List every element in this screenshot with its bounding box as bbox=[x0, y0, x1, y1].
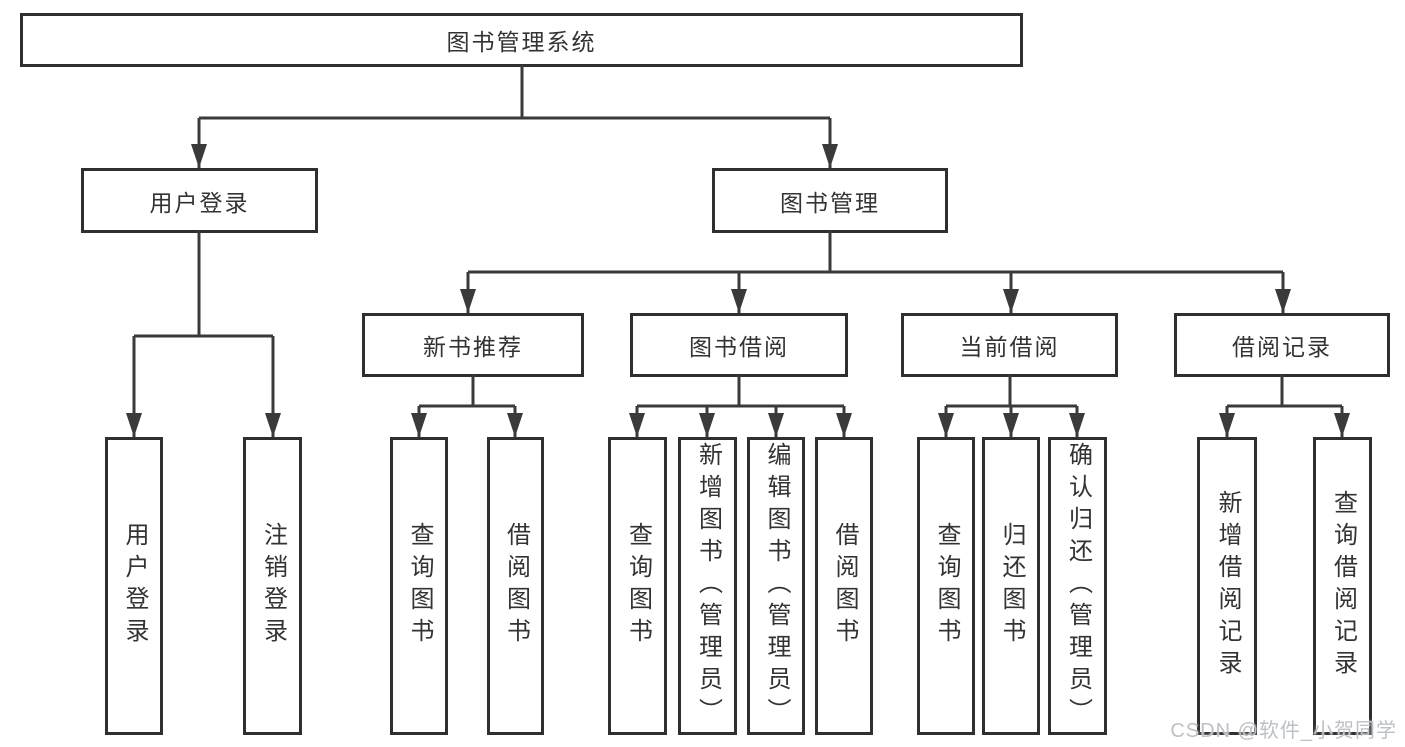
leaf-logout: 注销登录 bbox=[243, 437, 302, 735]
leaf-edit-books-admin-label: 编辑图书（管理员） bbox=[763, 442, 790, 730]
watermark: CSDN @软件_小贺同学 bbox=[1170, 720, 1397, 742]
leaf-add-borrow-record: 新增借阅记录 bbox=[1197, 437, 1257, 735]
leaf-logout-label: 注销登录 bbox=[259, 522, 287, 650]
leaf-query-books-borrowing: 查询图书 bbox=[608, 437, 667, 735]
node-borrowing-records: 借阅记录 bbox=[1174, 313, 1390, 377]
leaf-query-books-current: 查询图书 bbox=[917, 437, 975, 735]
node-book-borrowing: 图书借阅 bbox=[630, 313, 848, 377]
leaf-query-books-borrowing-label: 查询图书 bbox=[624, 522, 652, 650]
node-current-borrowing: 当前借阅 bbox=[901, 313, 1118, 377]
leaf-edit-books-admin: 编辑图书（管理员） bbox=[747, 437, 805, 735]
leaf-user-login-label: 用户登录 bbox=[121, 522, 148, 650]
leaf-query-books-recommend-label: 查询图书 bbox=[406, 522, 433, 650]
leaf-add-books-admin-label: 新增图书（管理员） bbox=[694, 442, 722, 730]
node-new-book-recommend: 新书推荐 bbox=[362, 313, 584, 377]
leaf-query-borrow-record: 查询借阅记录 bbox=[1313, 437, 1372, 735]
node-root: 图书管理系统 bbox=[20, 13, 1023, 67]
leaf-query-borrow-record-label: 查询借阅记录 bbox=[1329, 490, 1357, 682]
node-user-login: 用户登录 bbox=[81, 168, 318, 233]
leaf-query-books-current-label: 查询图书 bbox=[933, 522, 960, 650]
leaf-user-login: 用户登录 bbox=[105, 437, 163, 735]
leaf-query-books-recommend: 查询图书 bbox=[390, 437, 448, 735]
leaf-return-books-label: 归还图书 bbox=[998, 522, 1025, 650]
node-book-management: 图书管理 bbox=[712, 168, 948, 233]
leaf-confirm-return-admin: 确认归还（管理员） bbox=[1048, 437, 1107, 735]
leaf-add-borrow-record-label: 新增借阅记录 bbox=[1214, 490, 1241, 682]
leaf-confirm-return-admin-label: 确认归还（管理员） bbox=[1064, 442, 1092, 730]
leaf-borrow-books-label: 借阅图书 bbox=[831, 522, 858, 650]
leaf-borrow-books: 借阅图书 bbox=[815, 437, 873, 735]
leaf-add-books-admin: 新增图书（管理员） bbox=[678, 437, 737, 735]
leaf-borrow-books-recommend-label: 借阅图书 bbox=[502, 522, 530, 650]
leaf-return-books: 归还图书 bbox=[982, 437, 1040, 735]
leaf-borrow-books-recommend: 借阅图书 bbox=[487, 437, 544, 735]
